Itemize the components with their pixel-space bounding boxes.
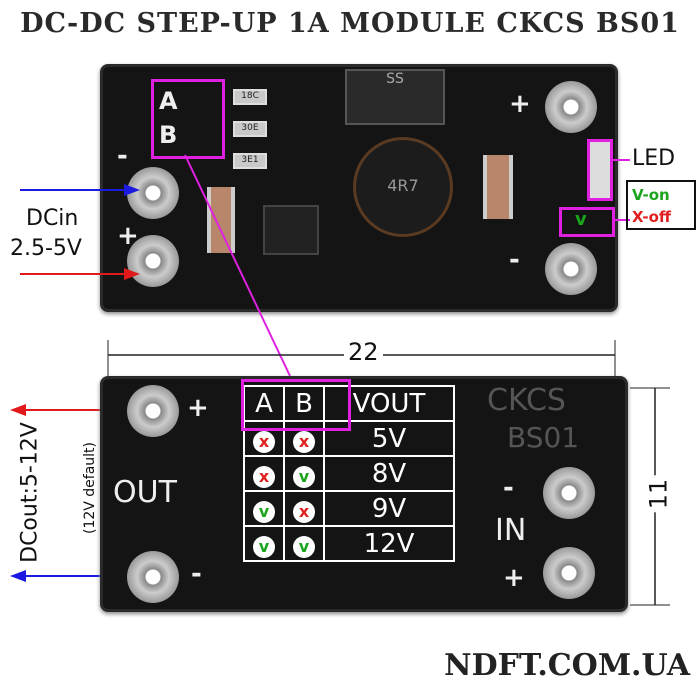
check-icon: v [253,500,275,523]
dc-out-label: DCout:5-12V [17,422,43,563]
legend-box: V-on X-off [626,180,696,230]
pad-out-minus-bottom [127,551,179,603]
pad-in-minus [127,167,179,219]
silk-in-minus: - [503,473,514,503]
led-highlight [587,139,613,201]
brand-label: CKCS [487,383,566,418]
cross-icon: x [253,465,275,488]
top-board: - + + - A B 18C 30E 3E1 SS 4R7 v [100,64,618,312]
in-label: IN [495,513,527,548]
capacitor-in [207,187,235,253]
vout-value: 5V [323,420,455,457]
vout-value: 9V [323,490,455,527]
pin-b-label: B [159,121,178,149]
cross-icon: x [293,500,315,523]
silk-in-plus: + [503,563,525,593]
header-a: A [243,385,285,422]
legend-on: V-on [632,186,670,204]
inductor-marking: 4R7 [387,176,419,195]
ic-chip [263,205,319,255]
jumper-highlight [151,79,225,159]
diode-marking: SS [386,71,404,87]
legend-off: X-off [632,208,672,226]
pad-out-plus [545,81,597,133]
arrow-in-minus-head [124,184,140,196]
pad-out-minus [545,243,597,295]
silk-plus-out: + [509,89,531,119]
resistor-3: 3E1 [233,153,267,169]
height-label: 11 [644,475,673,513]
jumper-b-state: x [283,420,325,457]
dc-in-range: 2.5-5V [10,236,82,261]
jumper-a-state: x [243,420,285,457]
cross-icon: x [293,430,315,453]
pad-out-plus-bottom [127,385,179,437]
silk-minus-out: - [509,245,520,275]
arrow-in-plus-head [124,268,140,280]
vout-value: 8V [323,455,455,492]
check-icon: v [293,465,315,488]
pad-in-plus [127,235,179,287]
out-label: OUT [113,475,177,510]
table-header: A B VOUT [243,385,455,422]
led-label: LED [632,146,676,171]
jumper-pointer [184,154,291,377]
jumper-a-state: v [243,490,285,527]
inductor: 4R7 [353,137,453,237]
jumper-b-state: v [283,455,325,492]
page-title: DC-DC STEP-UP 1A MODULE CKCS BS01 [20,8,680,39]
pad-in-minus-bottom [543,467,595,519]
dc-out-default: (12V default) [82,441,98,535]
silk-out-minus: - [191,559,202,589]
header-vout: VOUT [323,385,455,422]
model-label: BS01 [507,421,580,454]
resistor-2: 30E [233,121,267,137]
vout-value: 12V [323,525,455,562]
silk-plus: + [117,221,139,251]
jumper-a-state: x [243,455,285,492]
resistor-1: 18C [233,89,267,105]
silk-minus: - [117,141,128,171]
pin-a-label: A [159,87,178,115]
pad-in-plus-bottom [543,547,595,599]
footer-website: NDFT.COM.UA [444,648,690,683]
led-indicator-highlight [559,207,615,237]
width-label: 22 [344,338,383,366]
jumper-a-state: v [243,525,285,562]
ab-highlight [241,379,351,431]
led-indicator-v: v [575,209,587,230]
cross-icon: x [253,430,275,453]
silk-out-plus: + [187,393,209,423]
dc-in-label: DCin [26,206,79,231]
check-icon: v [253,535,275,558]
header-b: B [283,385,325,422]
diode: SS [345,69,445,125]
check-icon: v [293,535,315,558]
capacitor-out [483,155,513,219]
jumper-b-state: v [283,525,325,562]
jumper-b-state: x [283,490,325,527]
